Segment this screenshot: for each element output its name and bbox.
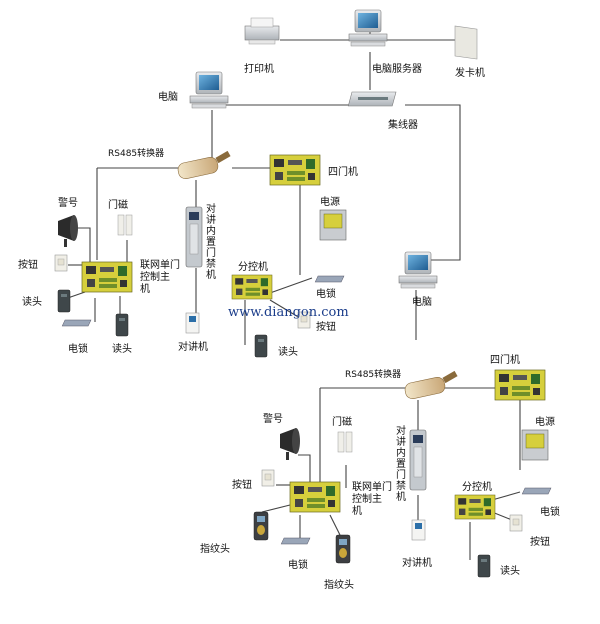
label-fingerprint-left: 指纹头 [200,542,230,555]
sub-controller-bottom-icon [454,494,496,520]
labels: 打印机 电脑服务器 发卡机 电脑 集线器 RS485转换器 四门机 警号 门磁 … [18,62,560,591]
label-lock-mid-right: 电锁 [316,287,336,300]
label-button-mid-right: 按钮 [316,320,336,333]
label-computer-right: 电脑 [412,295,432,308]
electric-lock-bottom-right-icon [521,487,552,495]
label-four-door-top: 四门机 [328,165,358,178]
label-button-bottom-right: 按钮 [530,535,550,548]
sub-controller-top-icon [231,274,273,300]
four-door-controller-bottom-icon [494,369,546,401]
server-computer-icon [348,9,388,47]
intercom-handset-bottom-icon [411,519,426,541]
label-reader-left2: 读头 [112,342,132,355]
alarm-siren-bottom-icon [280,428,300,460]
door-magnet-top-icon [117,214,133,236]
power-supply-top-icon [319,209,347,241]
card-reader-left2-icon [115,313,129,337]
label-intercom-top: 对讲机 [178,340,208,353]
label-alarm-top: 警号 [58,196,78,209]
label-reader-bottom-right: 读头 [500,564,520,577]
card-issuer-icon [454,25,478,60]
label-intercom-panel-top: 对讲内置门禁机 [206,202,216,281]
label-lock-bottom-right: 电锁 [540,505,560,518]
computer-right-icon [398,251,438,289]
door-magnet-bottom-icon [337,431,353,453]
label-rs485-top: RS485转换器 [108,147,164,159]
label-four-door-bottom: 四门机 [490,353,520,366]
label-reader-left: 读头 [22,295,42,308]
intercom-handset-top-icon [185,312,200,334]
electric-lock-bottom-icon [280,537,311,545]
label-computer-server: 电脑服务器 [372,62,422,75]
rs485-converter-top-icon [177,150,231,179]
watermark-text: www.diangon.com [228,305,349,320]
computer-top-icon [189,71,229,109]
label-sub-controller-bottom: 分控机 [462,480,492,493]
label-button-top: 按钮 [18,258,38,271]
label-door-magnet-bottom: 门磁 [332,415,352,428]
label-power-top: 电源 [320,195,340,208]
card-reader-left-icon [57,289,71,313]
four-door-controller-top-icon [269,154,321,186]
card-reader-mid-right-icon [254,334,268,358]
label-card-issuer: 发卡机 [455,66,485,79]
button-bottom-icon [261,469,275,487]
wiring [61,28,521,560]
power-supply-bottom-icon [521,429,549,461]
printer-icon [244,17,280,45]
networked-controller-top-icon [81,261,133,293]
fingerprint-reader-bottom-icon [335,534,351,564]
electric-lock-mid-right-icon [314,275,345,283]
label-lock-left: 电锁 [68,342,88,355]
fingerprint-reader-left-icon [253,511,269,541]
label-intercom-bottom: 对讲机 [402,556,432,569]
electric-lock-left-icon [61,319,92,327]
hub-icon [347,91,397,107]
label-networked-controller-top: 联网单门控制主机 [140,258,180,295]
label-networked-controller-bottom: 联网单门控制主机 [352,480,392,517]
label-hub: 集线器 [388,118,418,131]
label-rs485-bottom: RS485转换器 [345,368,401,380]
button-bottom-right-icon [509,514,523,532]
label-fingerprint-bottom: 指纹头 [324,578,354,591]
label-power-bottom: 电源 [535,415,555,428]
intercom-door-panel-bottom-icon [409,429,427,491]
alarm-siren-top-icon [58,215,78,247]
label-printer: 打印机 [244,62,274,75]
label-computer-top: 电脑 [158,90,178,103]
networked-controller-bottom-icon [289,481,341,513]
label-sub-controller-top: 分控机 [238,260,268,273]
card-reader-bottom-right-icon [477,554,491,578]
intercom-door-panel-top-icon [185,206,203,268]
label-alarm-bottom: 警号 [263,412,283,425]
label-button-bottom: 按钮 [232,478,252,491]
button-top-icon [54,254,68,272]
label-reader-mid-right: 读头 [278,345,298,358]
label-intercom-panel-bottom: 对讲内置门禁机 [396,424,406,503]
label-lock-bottom: 电锁 [288,558,308,571]
rs485-converter-bottom-icon [404,370,458,399]
label-door-magnet-top: 门磁 [108,198,128,211]
